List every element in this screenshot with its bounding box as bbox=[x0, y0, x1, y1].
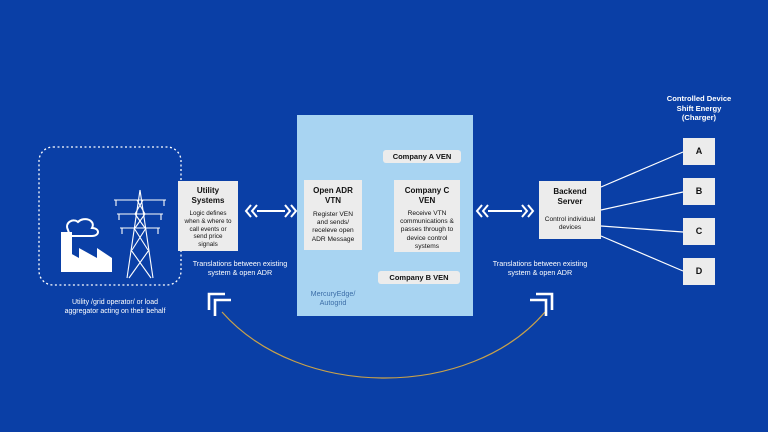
device-c: C bbox=[683, 218, 715, 245]
company-c-ven-box: Company C VEN Receive VTN communications… bbox=[394, 180, 460, 252]
corner-arrow-right-icon bbox=[530, 292, 554, 316]
backend-device-a-line bbox=[600, 151, 684, 188]
mercury-edge-label: MercuryEdge/ Autogrid bbox=[310, 289, 356, 307]
utility-systems-box: Utility Systems Logic defines when & whe… bbox=[178, 181, 238, 251]
transmission-tower-icon bbox=[114, 189, 166, 279]
vtn-title: Open ADR VTN bbox=[313, 186, 353, 205]
corner-arrow-left-icon bbox=[207, 292, 231, 316]
backend-title: Backend Server bbox=[553, 187, 587, 206]
utility-systems-desc: Logic defines when & where to call event… bbox=[184, 210, 232, 249]
connection-arc bbox=[221, 311, 546, 379]
translations-right-caption: Translations between existing system & o… bbox=[492, 259, 588, 277]
backend-device-c-line bbox=[600, 225, 684, 233]
vtn-desc: Register VEN and sends/ receleve open AD… bbox=[311, 211, 355, 243]
open-adr-vtn-box: Open ADR VTN Register VEN and sends/ rec… bbox=[304, 180, 362, 250]
company-b-ven-pill: Company B VEN bbox=[378, 271, 460, 284]
ven-c-desc: Receive VTN communications & passes thro… bbox=[400, 210, 454, 250]
utility-systems-title: Utility Systems bbox=[191, 186, 225, 205]
utility-operator-caption: Utility /grid operator/ or load aggregat… bbox=[64, 299, 166, 315]
backend-server-box: Backend Server Control individual device… bbox=[539, 181, 601, 239]
double-arrow-left-icon bbox=[244, 204, 298, 218]
ven-c-title: Company C VEN bbox=[404, 186, 450, 205]
devices-title: Controlled Device Shift Energy (Charger) bbox=[666, 94, 732, 123]
company-a-ven-pill: Company A VEN bbox=[383, 150, 461, 163]
device-a: A bbox=[683, 138, 715, 165]
device-d: D bbox=[683, 258, 715, 285]
factory-icon bbox=[61, 218, 112, 272]
double-arrow-right-icon bbox=[475, 204, 535, 218]
device-b: B bbox=[683, 178, 715, 205]
backend-desc: Control individual devices bbox=[544, 216, 596, 232]
backend-device-d-line bbox=[600, 235, 684, 272]
translations-left-caption: Translations between existing system & o… bbox=[192, 259, 288, 277]
backend-device-b-line bbox=[600, 191, 684, 211]
